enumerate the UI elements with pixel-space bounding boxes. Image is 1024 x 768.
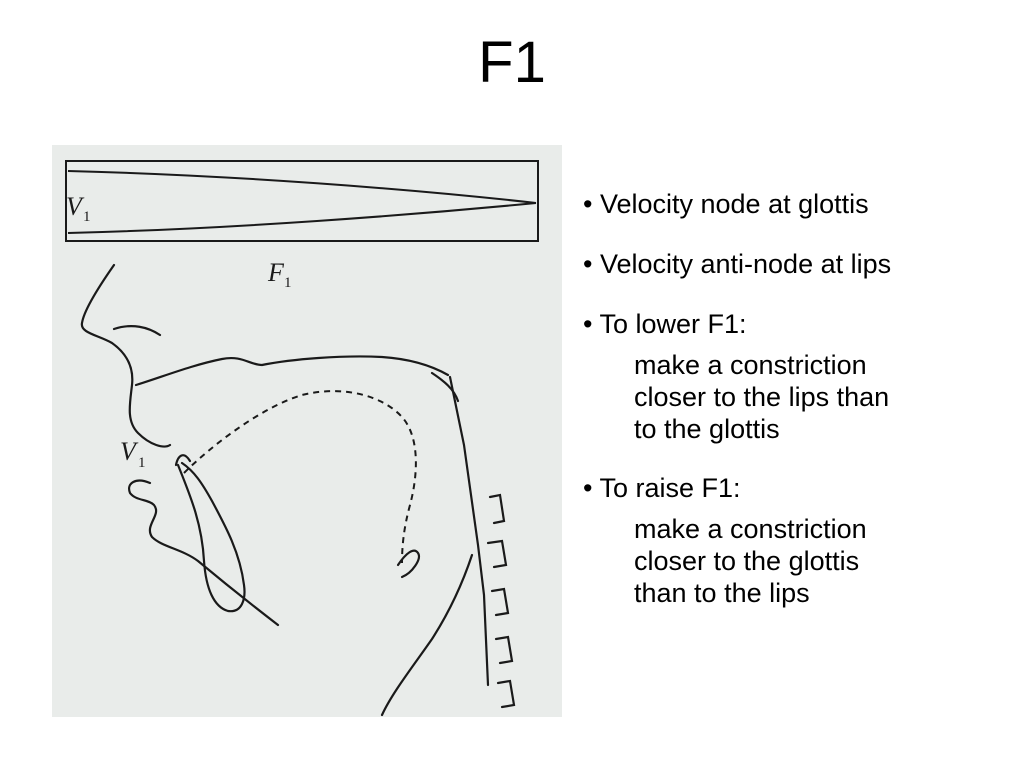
velocity-curve-lower (67, 202, 537, 234)
tongue-contour-dashed (183, 390, 417, 564)
vocal-tract-drawing: V 1 F 1 V 1 (65, 160, 539, 717)
bullet-node-glottis: • Velocity node at glottis (583, 189, 869, 219)
bullet-antinode-lips: • Velocity anti-node at lips (583, 249, 892, 279)
head-profile (80, 263, 516, 717)
bullet-lower-f1: • To lower F1: (583, 309, 747, 339)
vertebra-3 (490, 587, 510, 617)
pharynx-back-wall (448, 375, 490, 687)
bullet-raise-f1-detail: make a constriction closer to the glotti… (634, 514, 867, 608)
lip-opening (174, 454, 192, 467)
label-f1-sub: 1 (284, 275, 292, 291)
velum (430, 371, 460, 403)
epiglottis (396, 549, 420, 579)
nostril (112, 325, 162, 337)
tube-outline (65, 160, 539, 242)
velocity-curve-upper (67, 170, 537, 204)
vertebra-1 (488, 493, 506, 525)
jaw-outline (176, 461, 246, 613)
bullet-raise-f1: • To raise F1: (583, 473, 741, 503)
label-v1-top-sub: 1 (83, 209, 91, 225)
bullet-lower-f1-detail: make a constriction closer to the lips t… (634, 350, 890, 444)
label-f1: F (267, 258, 285, 287)
label-v1-mouth: V (120, 437, 139, 466)
face-outline (80, 263, 172, 448)
palate-upper-contour (134, 355, 450, 387)
lower-lip-chin (128, 479, 280, 627)
vertebra-2 (486, 539, 508, 569)
label-v1-top: V (66, 192, 85, 221)
throat-front (380, 553, 474, 717)
label-v1-mouth-sub: 1 (138, 455, 146, 471)
vertebra-5 (496, 679, 516, 709)
vertebra-4 (494, 635, 514, 665)
slide-title: F1 (478, 30, 546, 95)
vocal-tract-figure: V 1 F 1 V 1 (52, 145, 562, 717)
tube-diagram (65, 160, 539, 242)
bullet-list: • Velocity node at glottis • Velocity an… (583, 188, 1013, 636)
